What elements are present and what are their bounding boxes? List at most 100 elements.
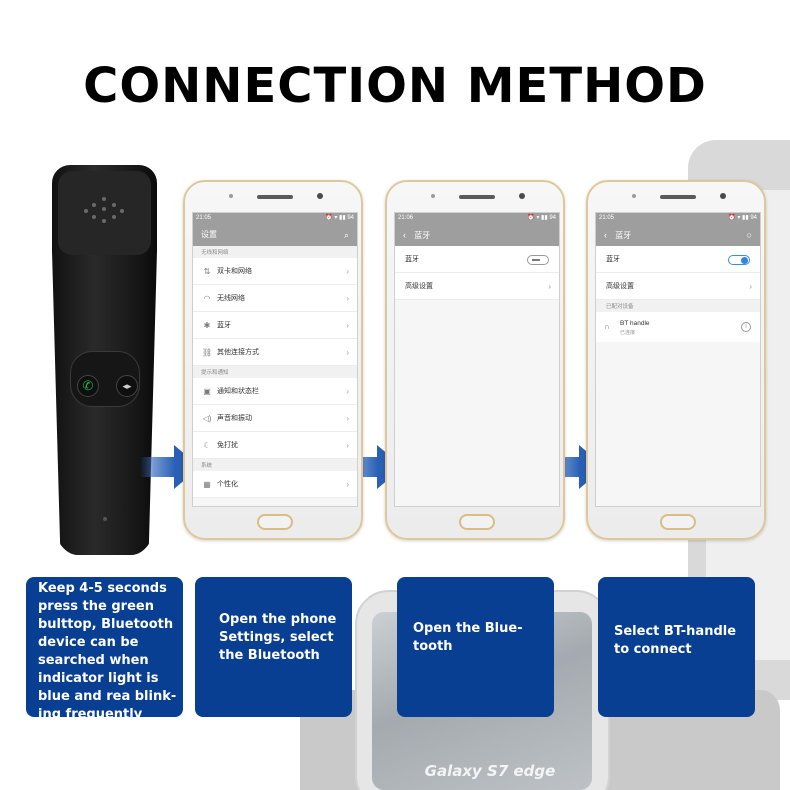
link-icon: ⛓ xyxy=(201,348,213,357)
phone-settings: 21:05 ⏰ ▾ ▮▮ 94 设置 ⌕ 无线和网络 ⇅ 双卡和网络 › ◠ 无… xyxy=(183,180,363,540)
screen-title: 设置 xyxy=(201,230,217,239)
indicator-light xyxy=(103,517,107,521)
advanced-settings-row[interactable]: 高级设置 › xyxy=(395,273,559,300)
wifi-icon: ◠ xyxy=(203,294,211,303)
caption-line: bulttop, Bluetooth xyxy=(38,617,174,632)
headset-icon: ∩ xyxy=(604,322,610,331)
settings-item-notifications[interactable]: ▣ 通知和状态栏 › xyxy=(193,378,357,405)
caption-step-3: Open the Blue- tooth xyxy=(397,577,554,717)
status-icons: ⏰ ▾ ▮▮ 94 xyxy=(728,215,757,221)
caption-line: Keep 4-5 seconds xyxy=(38,581,167,596)
settings-item-other-connections[interactable]: ⛓ 其他连接方式 › xyxy=(193,339,357,366)
bluetooth-toggle-row[interactable]: 蓝牙 xyxy=(596,246,760,273)
section-header: 无线和网络 xyxy=(193,246,357,258)
caption-line: ing frequently xyxy=(38,707,143,722)
settings-item-wifi[interactable]: ◠ 无线网络 › xyxy=(193,285,357,312)
status-icons: ⏰ ▾ ▮▮ 94 xyxy=(527,215,556,221)
search-icon[interactable]: ⌕ xyxy=(343,230,349,240)
device-status: 已连接 xyxy=(620,330,636,336)
chevron-right-icon: › xyxy=(749,282,752,291)
info-icon[interactable]: i xyxy=(741,322,751,332)
chevron-right-icon: › xyxy=(346,294,349,303)
caption-line: the Bluetooth xyxy=(219,648,320,663)
settings-item-label: 免打扰 xyxy=(217,442,238,449)
chevron-right-icon: › xyxy=(346,348,349,357)
settings-item-do-not-disturb[interactable]: ☾ 免打扰 › xyxy=(193,432,357,459)
settings-item-label: 双卡和网络 xyxy=(217,268,252,275)
handle-top xyxy=(58,171,151,255)
chevron-right-icon: › xyxy=(346,267,349,276)
settings-item-label: 其他连接方式 xyxy=(217,349,259,356)
section-header: 提示和通知 xyxy=(193,366,357,378)
device-name: BT handle xyxy=(620,320,650,327)
caption-step-4: Select BT-handle to connect xyxy=(598,577,755,717)
sim-icon: ⇅ xyxy=(203,267,211,276)
caption-line: Settings, select xyxy=(219,630,334,645)
settings-item-bluetooth[interactable]: ✱ 蓝牙 › xyxy=(193,312,357,339)
settings-item-label: 无线网络 xyxy=(217,295,245,302)
advanced-settings-label: 高级设置 xyxy=(606,283,634,290)
advanced-settings-label: 高级设置 xyxy=(405,283,433,290)
caption-line: device can be xyxy=(38,635,139,650)
settings-screen: 21:05 ⏰ ▾ ▮▮ 94 设置 ⌕ 无线和网络 ⇅ 双卡和网络 › ◠ 无… xyxy=(192,212,358,507)
status-icons: ⏰ ▾ ▮▮ 94 xyxy=(325,215,354,221)
bt-handle-device: ✆ ◂▸ xyxy=(52,165,157,555)
home-button[interactable] xyxy=(257,514,293,530)
chevron-right-icon: › xyxy=(346,321,349,330)
screen-title: 蓝牙 xyxy=(414,231,431,240)
bluetooth-app-bar: ‹ 蓝牙 xyxy=(395,224,559,246)
page-title: CONNECTION METHOD xyxy=(83,58,707,114)
caption-line: press the green xyxy=(38,599,154,614)
settings-app-bar: 设置 ⌕ xyxy=(193,224,357,246)
caption-line: Open the phone xyxy=(219,612,337,627)
caption-line: Select BT-handle xyxy=(614,624,737,639)
chevron-right-icon: › xyxy=(346,441,349,450)
palette-icon: ▦ xyxy=(203,480,211,489)
caption-line: tooth xyxy=(413,639,453,654)
bluetooth-toggle-row[interactable]: 蓝牙 xyxy=(395,246,559,273)
phone-bluetooth-on: 21:05 ⏰ ▾ ▮▮ 94 ‹ 蓝牙 ○ 蓝牙 高级设置 › 已配对设备 ∩… xyxy=(586,180,766,540)
settings-item-label: 声音和振动 xyxy=(217,415,252,422)
status-time: 21:05 xyxy=(196,215,212,221)
settings-item-label: 个性化 xyxy=(217,481,238,488)
bluetooth-toggle[interactable] xyxy=(527,255,549,265)
settings-item-personalization[interactable]: ▦ 个性化 › xyxy=(193,471,357,498)
moon-icon: ☾ xyxy=(203,441,211,450)
caption-line: Open the Blue- xyxy=(413,621,523,636)
settings-item-label: 蓝牙 xyxy=(217,322,231,329)
caption-line: to connect xyxy=(614,642,692,657)
caption-step-1: Keep 4-5 seconds press the green bulttop… xyxy=(26,577,183,722)
paired-devices-header: 已配对设备 xyxy=(596,300,760,312)
bluetooth-toggle[interactable] xyxy=(728,255,750,265)
caption-line: indicator light is xyxy=(38,671,159,686)
paired-device-bt-handle[interactable]: ∩ BT handle 已连接 i xyxy=(596,312,760,342)
back-arrow-icon[interactable]: ‹ xyxy=(604,230,607,240)
back-arrow-icon[interactable]: ‹ xyxy=(403,230,406,240)
settings-item-sound[interactable]: ◁) 声音和振动 › xyxy=(193,405,357,432)
chevron-right-icon: › xyxy=(548,282,551,291)
mode-toggle-button[interactable]: ◂▸ xyxy=(116,375,138,397)
bluetooth-label: 蓝牙 xyxy=(405,256,419,263)
speaker-grille-icon xyxy=(82,197,126,227)
bluetooth-icon: ✱ xyxy=(203,321,211,330)
status-bar: 21:05 ⏰ ▾ ▮▮ 94 xyxy=(596,213,760,224)
caption-line: blue and rea blink- xyxy=(38,689,177,704)
refresh-icon[interactable]: ○ xyxy=(746,230,752,240)
caption-line: searched when xyxy=(38,653,149,668)
speaker-icon: ◁) xyxy=(202,414,212,423)
background-phone-label: Galaxy S7 edge xyxy=(424,762,556,780)
screen-title: 蓝牙 xyxy=(615,231,632,240)
settings-item-dual-sim[interactable]: ⇅ 双卡和网络 › xyxy=(193,258,357,285)
section-header: 系统 xyxy=(193,459,357,471)
bluetooth-app-bar: ‹ 蓝牙 ○ xyxy=(596,224,760,246)
advanced-settings-row[interactable]: 高级设置 › xyxy=(596,273,760,300)
settings-item-label: 通知和状态栏 xyxy=(217,388,259,395)
status-bar: 21:05 ⏰ ▾ ▮▮ 94 xyxy=(193,213,357,224)
home-button[interactable] xyxy=(660,514,696,530)
phone-bluetooth-off: 21:06 ⏰ ▾ ▮▮ 94 ‹ 蓝牙 蓝牙 高级设置 › xyxy=(385,180,565,540)
green-call-button[interactable]: ✆ xyxy=(77,375,99,397)
status-bar: 21:06 ⏰ ▾ ▮▮ 94 xyxy=(395,213,559,224)
chevron-right-icon: › xyxy=(346,480,349,489)
status-time: 21:05 xyxy=(599,215,615,221)
home-button[interactable] xyxy=(459,514,495,530)
